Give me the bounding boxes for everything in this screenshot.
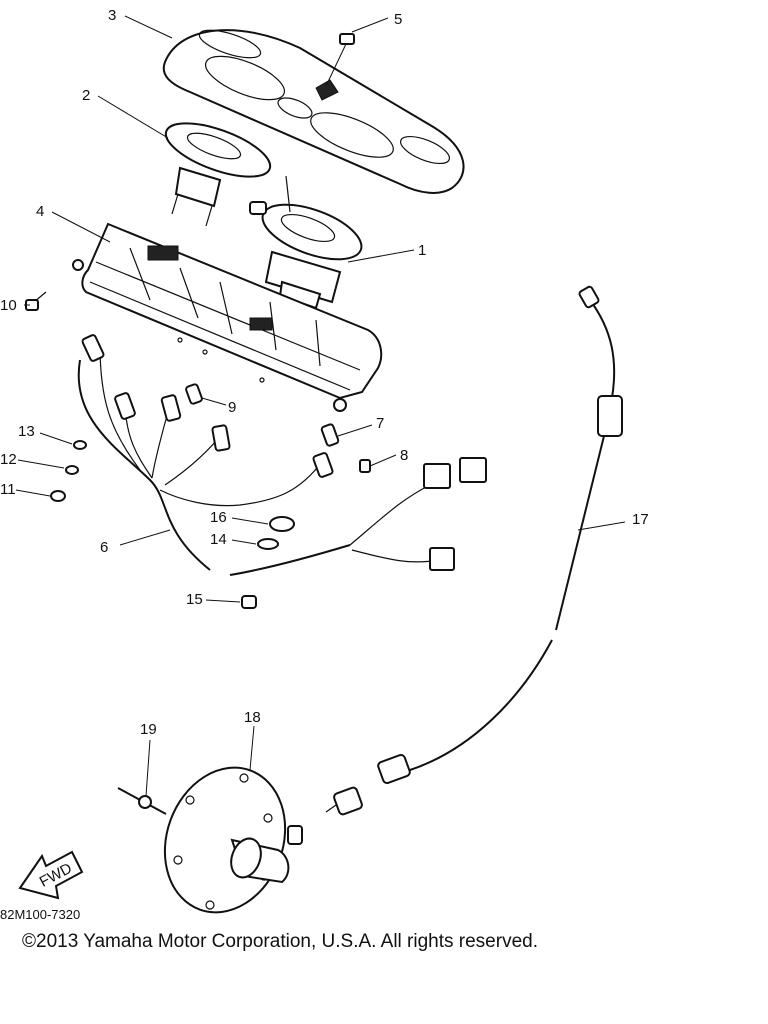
callout-9: 9 (228, 399, 236, 416)
meter-case-part (72, 222, 383, 412)
callout-3: 3 (108, 7, 116, 24)
cover-screw-part (315, 33, 355, 101)
speedometer-cable-part (325, 285, 623, 816)
callout-8: 8 (400, 447, 408, 464)
callout-12: 12 (0, 451, 17, 468)
callout-15: 15 (186, 591, 203, 608)
small-rubber-parts (50, 440, 295, 609)
wire-harness-part (77, 334, 487, 576)
diagram-code: 82M100-7320 (0, 907, 80, 922)
callout-7: 7 (376, 415, 384, 432)
callout-18: 18 (244, 709, 261, 726)
callout-10: 10 (0, 297, 17, 314)
pin-part (117, 787, 167, 815)
callout-5: 5 (394, 11, 402, 28)
speedometer-part (249, 175, 363, 310)
speedometer-gear-unit-part (163, 766, 303, 914)
callout-13: 13 (18, 423, 35, 440)
callout-4: 4 (36, 203, 44, 220)
callout-19: 19 (140, 721, 157, 738)
callout-1: 1 (418, 242, 426, 259)
meter-cover-part (162, 29, 465, 194)
forward-arrow-icon: FWD (18, 850, 84, 900)
callout-14: 14 (210, 531, 227, 548)
mount-screw-part (25, 291, 47, 311)
leader-lines (15, 15, 626, 797)
callout-11: 11 (0, 481, 16, 498)
copyright-notice: ©2013 Yamaha Motor Corporation, U.S.A. A… (22, 931, 538, 952)
callout-16: 16 (210, 509, 227, 526)
callout-6: 6 (100, 539, 108, 556)
callout-17: 17 (632, 511, 649, 528)
callout-2: 2 (82, 87, 90, 104)
tachometer-part (164, 122, 272, 227)
small-bolt-parts (185, 383, 371, 473)
